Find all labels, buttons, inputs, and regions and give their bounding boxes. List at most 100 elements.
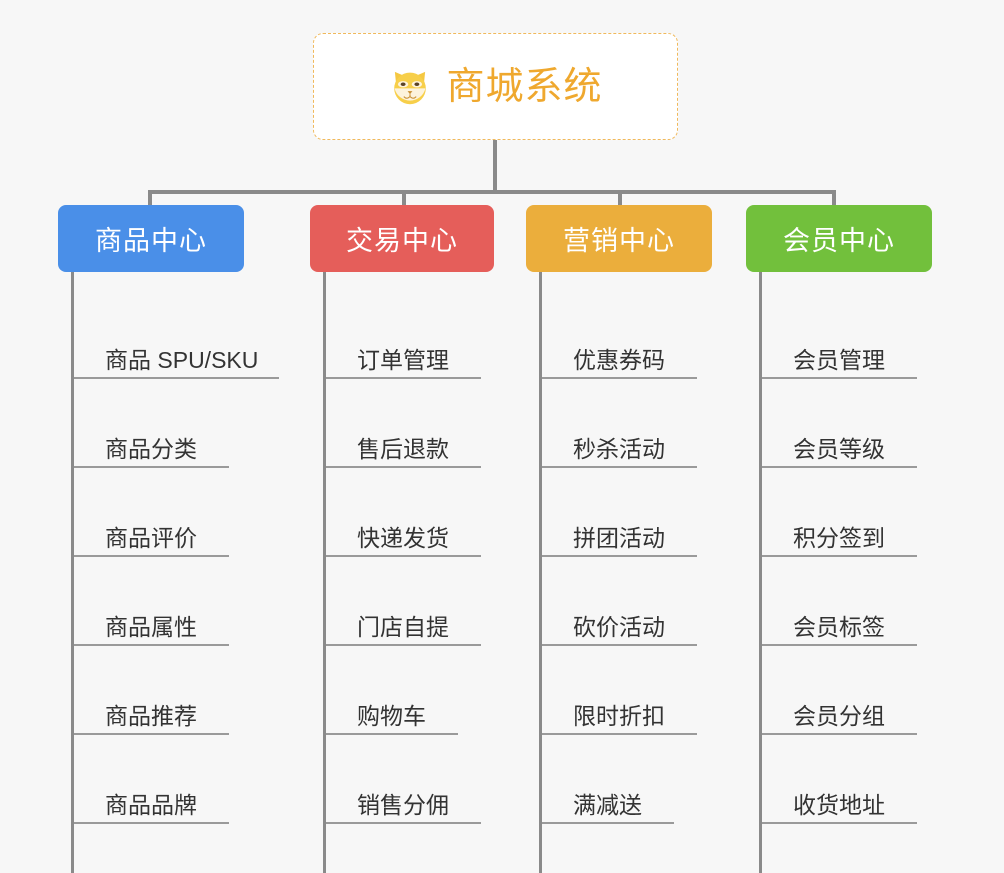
leaf-label: 商品评价 bbox=[105, 524, 197, 551]
leaf-underline bbox=[542, 733, 697, 735]
leaf-label: 优惠券码 bbox=[573, 346, 665, 373]
branch-marketing-center: 营销中心 优惠券码 秒杀活动 拼团活动 砍价活动 限时折扣 bbox=[526, 205, 712, 873]
leaf-item[interactable]: 售后退款 bbox=[313, 379, 494, 468]
leaf-label: 商品属性 bbox=[105, 613, 197, 640]
branch-header-2[interactable]: 交易中心 bbox=[310, 205, 494, 272]
leaf-label: 会员等级 bbox=[793, 435, 885, 462]
leaf-label: 商品推荐 bbox=[105, 702, 197, 729]
leaf-item[interactable]: 商品属性 bbox=[61, 557, 244, 646]
leaf-list-3: 优惠券码 秒杀活动 拼团活动 砍价活动 限时折扣 满减送 bbox=[526, 272, 712, 873]
leaf-item[interactable]: 购物车 bbox=[313, 646, 494, 735]
leaf-item[interactable]: 会员标签 bbox=[749, 557, 932, 646]
leaf-label: 会员管理 bbox=[793, 346, 885, 373]
leaf-underline bbox=[762, 822, 917, 824]
leaf-underline bbox=[326, 733, 458, 735]
leaf-underline bbox=[74, 377, 279, 379]
leaf-label: 砍价活动 bbox=[573, 613, 665, 640]
leaf-label: 满减送 bbox=[573, 791, 642, 818]
branch-header-4[interactable]: 会员中心 bbox=[746, 205, 932, 272]
leaf-item[interactable]: 限时折扣 bbox=[529, 646, 712, 735]
leaf-label: 商品品牌 bbox=[105, 791, 197, 818]
leaf-label: 会员标签 bbox=[793, 613, 885, 640]
branch-header-3[interactable]: 营销中心 bbox=[526, 205, 712, 272]
connector-spine-1 bbox=[71, 272, 74, 873]
leaf-label: 快递发货 bbox=[357, 524, 449, 551]
branch-product-center: 商品中心 商品 SPU/SKU 商品分类 商品评价 商品属性 商品推荐 bbox=[58, 205, 279, 873]
connector-drop-2 bbox=[402, 190, 406, 208]
leaf-label: 订单管理 bbox=[357, 346, 449, 373]
leaf-label: 门店自提 bbox=[357, 613, 449, 640]
leaf-underline bbox=[762, 377, 917, 379]
leaf-underline bbox=[542, 377, 697, 379]
leaf-label: 商品 SPU/SKU bbox=[105, 346, 259, 373]
mindmap-canvas: 商城系统 商品中心 商品 SPU/SKU 商品分类 商品评价 商 bbox=[58, 33, 932, 873]
leaf-item[interactable]: 会员分组 bbox=[749, 646, 932, 735]
leaf-item[interactable]: 商品 SPU/SKU bbox=[61, 290, 279, 379]
branch-member-center: 会员中心 会员管理 会员等级 积分签到 会员标签 会员分组 bbox=[746, 205, 932, 873]
connector-horizontal-bar bbox=[148, 190, 836, 194]
branch-trade-center: 交易中心 订单管理 售后退款 快递发货 门店自提 购物车 bbox=[310, 205, 494, 873]
leaf-underline bbox=[326, 644, 481, 646]
connector-drop-3 bbox=[618, 190, 622, 208]
leaf-underline bbox=[326, 822, 481, 824]
leaf-label: 积分签到 bbox=[793, 524, 885, 551]
leaf-item[interactable]: 商品推荐 bbox=[61, 646, 244, 735]
leaf-item[interactable]: 秒杀活动 bbox=[529, 379, 712, 468]
leaf-list-2: 订单管理 售后退款 快递发货 门店自提 购物车 销售分佣 bbox=[310, 272, 494, 873]
connector-drop-4 bbox=[832, 190, 836, 208]
leaf-underline bbox=[762, 644, 917, 646]
leaf-item[interactable]: 快递发货 bbox=[313, 468, 494, 557]
leaf-item[interactable]: 销售分佣 bbox=[313, 735, 494, 824]
leaf-underline bbox=[326, 555, 481, 557]
leaf-underline bbox=[74, 644, 229, 646]
leaf-underline bbox=[326, 377, 481, 379]
leaf-item[interactable]: 商品分类 bbox=[61, 379, 244, 468]
leaf-list-1: 商品 SPU/SKU 商品分类 商品评价 商品属性 商品推荐 商品品牌 bbox=[58, 272, 279, 873]
leaf-underline bbox=[74, 822, 229, 824]
connector-spine-2 bbox=[323, 272, 326, 873]
leaf-item[interactable]: 会员管理 bbox=[749, 290, 932, 379]
leaf-label: 秒杀活动 bbox=[573, 435, 665, 462]
branch-title-3: 营销中心 bbox=[563, 226, 675, 256]
branch-title-4: 会员中心 bbox=[783, 226, 895, 256]
leaf-item[interactable]: 会员等级 bbox=[749, 379, 932, 468]
root-node[interactable]: 商城系统 bbox=[313, 33, 678, 140]
leaf-item[interactable]: 拼团活动 bbox=[529, 468, 712, 557]
leaf-label: 限时折扣 bbox=[573, 702, 665, 729]
leaf-underline bbox=[762, 555, 917, 557]
leaf-underline bbox=[762, 466, 917, 468]
leaf-underline bbox=[542, 822, 674, 824]
leaf-item[interactable]: 优惠券码 bbox=[529, 290, 712, 379]
leaf-item[interactable]: 订单管理 bbox=[313, 290, 494, 379]
connector-spine-3 bbox=[539, 272, 542, 873]
leaf-list-4: 会员管理 会员等级 积分签到 会员标签 会员分组 收货地址 bbox=[746, 272, 932, 873]
leaf-item[interactable]: 积分签到 bbox=[749, 468, 932, 557]
leaf-item[interactable]: 商品评价 bbox=[61, 468, 244, 557]
leaf-label: 会员分组 bbox=[793, 702, 885, 729]
connector-root-stem bbox=[493, 140, 497, 193]
connector-drop-1 bbox=[148, 190, 152, 208]
leaf-underline bbox=[74, 466, 229, 468]
leaf-underline bbox=[542, 466, 697, 468]
branch-header-1[interactable]: 商品中心 bbox=[58, 205, 244, 272]
connector-spine-4 bbox=[759, 272, 762, 873]
leaf-item[interactable]: 门店自提 bbox=[313, 557, 494, 646]
leaf-item[interactable]: 商品品牌 bbox=[61, 735, 244, 824]
leaf-label: 拼团活动 bbox=[573, 524, 665, 551]
leaf-label: 购物车 bbox=[357, 702, 426, 729]
leaf-underline bbox=[542, 644, 697, 646]
leaf-underline bbox=[74, 733, 229, 735]
leaf-label: 收货地址 bbox=[793, 791, 885, 818]
leaf-item[interactable]: 砍价活动 bbox=[529, 557, 712, 646]
leaf-label: 商品分类 bbox=[105, 435, 197, 462]
branch-title-2: 交易中心 bbox=[346, 226, 458, 256]
leaf-underline bbox=[762, 733, 917, 735]
leaf-label: 销售分佣 bbox=[357, 791, 449, 818]
root-title: 商城系统 bbox=[446, 65, 603, 108]
leaf-item[interactable]: 收货地址 bbox=[749, 735, 932, 824]
leaf-underline bbox=[326, 466, 481, 468]
dog-face-icon bbox=[394, 71, 427, 104]
leaf-underline bbox=[74, 555, 229, 557]
branch-title-1: 商品中心 bbox=[95, 226, 207, 256]
leaf-item[interactable]: 满减送 bbox=[529, 735, 712, 824]
